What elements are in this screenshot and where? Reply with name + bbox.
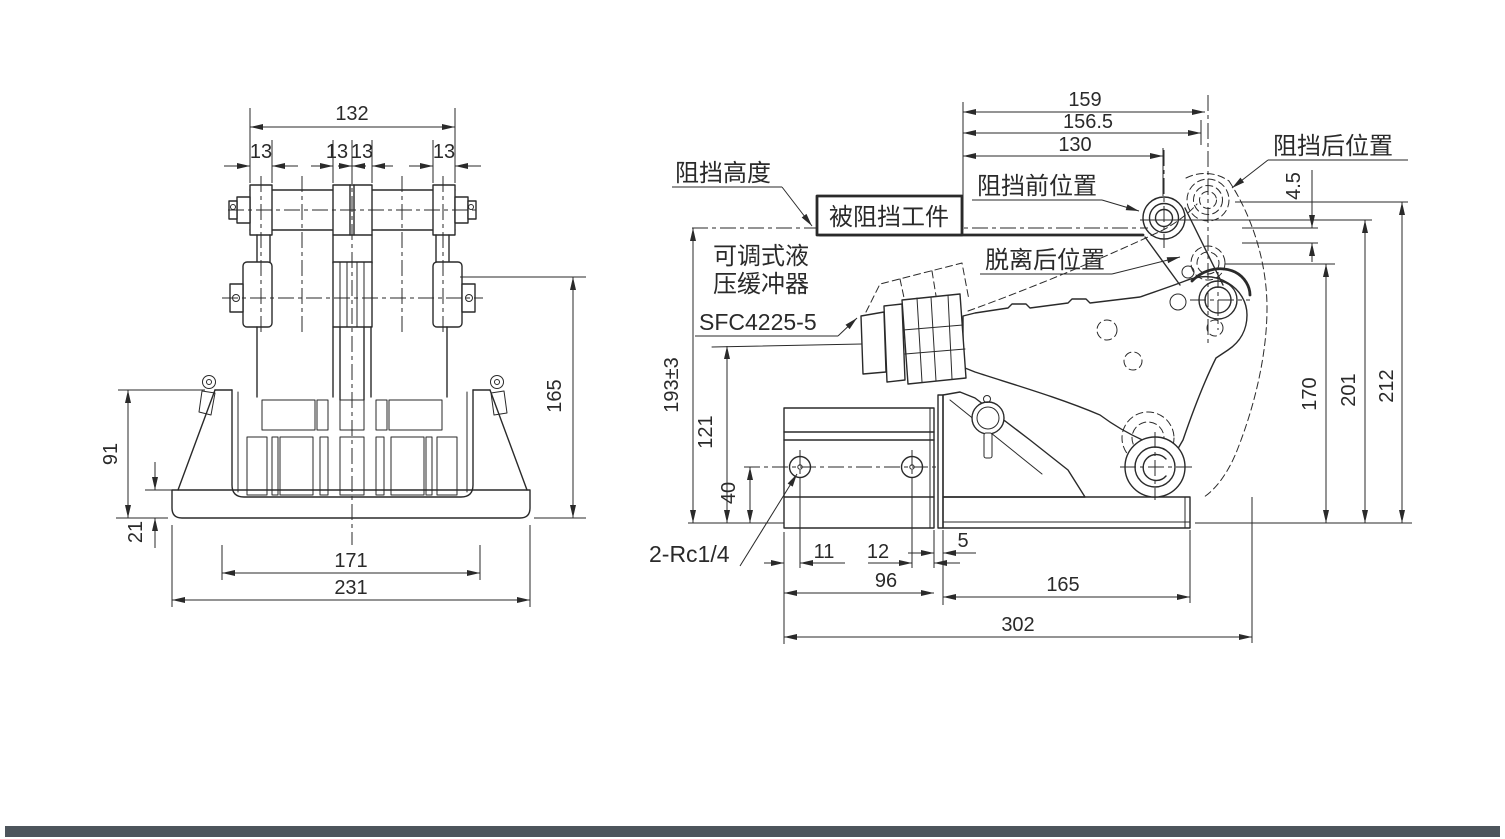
front-view: 132 13 13 13 13 91 21 165 171 231: [100, 103, 586, 607]
label-buffer-line2: 压缓冲器: [713, 271, 809, 298]
dim-165-front: 165: [544, 379, 566, 412]
side-view-leaders: [672, 159, 1408, 567]
dim-212: 212: [1376, 369, 1398, 402]
dim-165-side: 165: [1046, 574, 1079, 596]
dim-13-mid-left: 13: [326, 141, 348, 163]
dim-12: 12: [867, 541, 889, 563]
label-buffer-line1: 可调式液: [713, 243, 809, 270]
label-buffer-model: SFC4225-5: [699, 309, 817, 335]
dim-201: 201: [1338, 373, 1360, 406]
dim-132: 132: [335, 103, 368, 125]
dim-13-right: 13: [433, 141, 455, 163]
label-pos-after-release: 脱离后位置: [985, 247, 1105, 274]
dim-4-5: 4.5: [1283, 172, 1305, 200]
side-view-labels: 159 156.5 130 4.5 170 201 212 193±3 121 …: [649, 89, 1398, 636]
label-pos-after-block: 阻挡后位置: [1273, 133, 1393, 160]
dim-193: 193±3: [661, 357, 683, 412]
front-view-body: [171, 184, 531, 519]
front-view-centerlines: [222, 168, 483, 545]
dim-170: 170: [1299, 377, 1321, 410]
dim-91: 91: [100, 443, 122, 465]
front-view-dimensions: [116, 108, 586, 607]
dim-96: 96: [875, 570, 897, 592]
dim-130: 130: [1058, 134, 1091, 156]
dim-231: 231: [334, 577, 367, 599]
side-view-dimensions: [688, 102, 1412, 644]
side-view: 159 156.5 130 4.5 170 201 212 193±3 121 …: [649, 89, 1412, 644]
front-view-dim-labels: 132 13 13 13 13 91 21 165 171 231: [100, 103, 566, 599]
dim-302: 302: [1001, 614, 1034, 636]
label-pos-before-block: 阻挡前位置: [977, 173, 1097, 200]
footer-bar: [5, 826, 1500, 837]
dim-159: 159: [1068, 89, 1101, 111]
dim-40: 40: [718, 482, 740, 504]
label-port: 2-Rc1/4: [649, 541, 730, 567]
dim-13-left: 13: [250, 141, 272, 163]
label-stop-height: 阻挡高度: [675, 160, 771, 187]
dim-11: 11: [814, 541, 835, 563]
label-blocked-workpiece: 被阻挡工件: [829, 204, 949, 231]
dim-5: 5: [957, 530, 968, 552]
dim-156-5: 156.5: [1063, 111, 1113, 133]
side-view-body: [692, 194, 1252, 529]
dim-121: 121: [695, 415, 717, 448]
dim-13-mid-right: 13: [351, 141, 373, 163]
dim-21: 21: [125, 521, 147, 543]
dim-171: 171: [334, 550, 367, 572]
